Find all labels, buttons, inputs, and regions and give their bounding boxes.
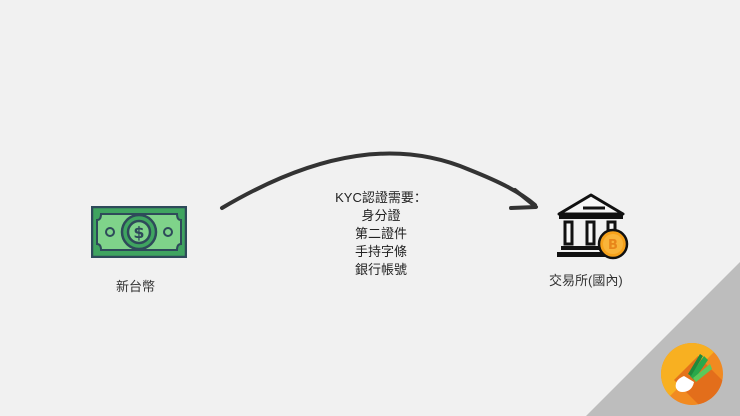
kyc-item: 手持字條 [354,244,407,259]
green-onion-logo-icon [661,343,723,405]
svg-text:B: B [608,238,618,253]
svg-text:$: $ [133,223,144,242]
kyc-item: 身分證 [361,208,401,223]
banknote-icon: $ [91,206,187,258]
kyc-title: KYC認證需要： [335,190,427,205]
kyc-item: 銀行帳號 [354,262,407,277]
bank-bitcoin-icon: B [557,193,629,260]
kyc-requirements: KYC認證需要： 身分證 第二證件 手持字條 銀行帳號 [318,189,444,279]
kyc-item: 第二證件 [354,226,407,241]
target-label: 交易所(國內) [549,273,623,288]
source-label: 新台幣 [116,279,156,294]
